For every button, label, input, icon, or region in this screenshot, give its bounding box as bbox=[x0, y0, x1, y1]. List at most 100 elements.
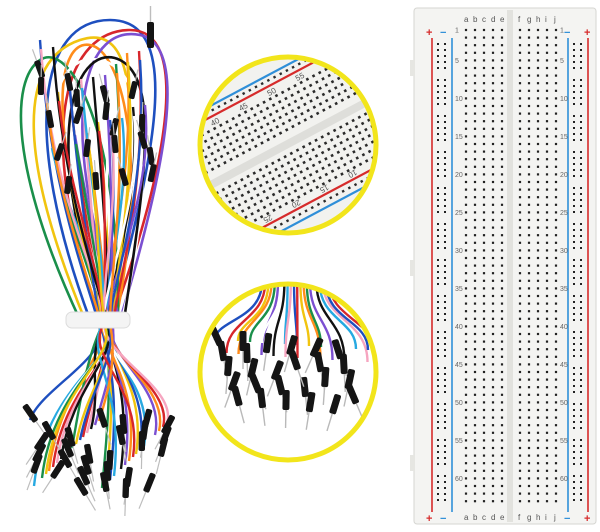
terminal-hole bbox=[554, 120, 558, 123]
terminal-hole bbox=[545, 355, 549, 358]
rail-hole bbox=[580, 229, 582, 231]
terminal-hole bbox=[247, 147, 252, 152]
terminal-hole bbox=[464, 408, 468, 412]
jumper-wire bbox=[284, 284, 292, 358]
rail-line-negative bbox=[200, 57, 372, 144]
terminal-hole bbox=[464, 325, 468, 328]
row-number: 20 bbox=[455, 172, 463, 179]
terminal-hole bbox=[402, 124, 406, 128]
terminal-hole bbox=[374, 41, 378, 45]
terminal-hole bbox=[167, 175, 171, 179]
terminal-hole bbox=[536, 454, 540, 457]
terminal-hole bbox=[500, 249, 504, 252]
terminal-hole bbox=[464, 203, 468, 206]
terminal-hole bbox=[482, 287, 486, 290]
terminal-hole bbox=[500, 127, 504, 130]
terminal-hole bbox=[491, 135, 495, 138]
terminal-hole bbox=[256, 208, 261, 213]
terminal-hole bbox=[464, 279, 468, 282]
terminal-hole bbox=[482, 180, 486, 184]
row-number: 40 bbox=[455, 324, 463, 331]
terminal-hole bbox=[554, 226, 558, 229]
terminal-hole bbox=[482, 279, 486, 282]
rail-hole bbox=[437, 379, 439, 381]
terminal-hole bbox=[327, 178, 332, 183]
terminal-hole bbox=[482, 500, 486, 503]
terminal-hole bbox=[536, 492, 540, 495]
terminal-hole bbox=[518, 500, 522, 503]
terminal-hole bbox=[464, 264, 468, 267]
rail-hole bbox=[243, 242, 246, 245]
rail-hole bbox=[580, 157, 582, 159]
rail-hole bbox=[444, 403, 446, 405]
rail-hole bbox=[437, 481, 439, 483]
terminal-hole bbox=[215, 206, 220, 211]
terminal-hole bbox=[296, 179, 301, 184]
terminal-hole bbox=[398, 102, 402, 106]
terminal-hole bbox=[536, 317, 540, 320]
rail-hole bbox=[437, 451, 439, 453]
column-letter: f bbox=[518, 15, 521, 24]
terminal-hole bbox=[554, 82, 558, 85]
terminal-hole bbox=[287, 176, 291, 181]
rail-hole bbox=[437, 319, 439, 321]
pin-housing bbox=[73, 106, 84, 125]
terminal-hole bbox=[200, 174, 202, 178]
terminal-hole bbox=[482, 401, 486, 404]
terminal-hole bbox=[290, 109, 295, 113]
terminal-hole bbox=[491, 279, 495, 282]
terminal-hole bbox=[188, 140, 192, 144]
rail-hole bbox=[304, 209, 308, 213]
rail-hole bbox=[573, 307, 575, 309]
pin-housing bbox=[83, 138, 91, 158]
pin-housing bbox=[128, 80, 138, 100]
rail-hole bbox=[255, 236, 258, 239]
terminal-hole bbox=[527, 408, 531, 412]
terminal-hole bbox=[284, 201, 289, 206]
terminal-hole bbox=[527, 97, 531, 100]
terminal-hole bbox=[536, 203, 540, 206]
rail-hole bbox=[260, 82, 264, 86]
rail-hole bbox=[444, 301, 446, 303]
terminal-hole bbox=[361, 63, 366, 68]
terminal-hole bbox=[491, 127, 495, 130]
rail-hole bbox=[573, 199, 575, 201]
terminal-hole bbox=[500, 112, 504, 115]
rail-hole bbox=[444, 97, 446, 99]
pin-housing bbox=[73, 476, 89, 496]
rail-hole bbox=[444, 493, 446, 495]
terminal-hole bbox=[518, 401, 522, 404]
terminal-hole bbox=[222, 219, 226, 223]
terminal-hole bbox=[536, 439, 540, 442]
rail-hole bbox=[580, 163, 582, 165]
terminal-hole bbox=[545, 325, 549, 328]
terminal-hole bbox=[554, 142, 558, 146]
rail-hole bbox=[580, 493, 582, 495]
row-number: 25 bbox=[455, 210, 463, 217]
terminal-hole bbox=[473, 454, 477, 457]
pin-connector bbox=[45, 98, 55, 129]
pin-connector bbox=[122, 477, 130, 517]
terminal-hole bbox=[500, 386, 504, 389]
terminal-hole bbox=[518, 446, 522, 450]
terminal-hole bbox=[482, 59, 486, 62]
terminal-hole bbox=[545, 28, 549, 32]
terminal-hole bbox=[243, 184, 247, 188]
terminal-hole bbox=[500, 150, 504, 153]
terminal-hole bbox=[554, 355, 558, 358]
terminal-hole bbox=[326, 131, 331, 136]
column-letter: a bbox=[464, 513, 469, 522]
rail-hole bbox=[437, 151, 439, 153]
terminal-hole bbox=[473, 439, 477, 442]
terminal-hole bbox=[482, 66, 486, 70]
row-number: 45 bbox=[455, 362, 463, 369]
terminal-hole bbox=[527, 431, 531, 434]
rail-hole bbox=[573, 211, 575, 213]
terminal-hole bbox=[383, 134, 387, 138]
terminal-hole bbox=[222, 129, 226, 134]
metal-pin bbox=[146, 135, 151, 148]
terminal-hole bbox=[228, 215, 233, 220]
terminal-hole bbox=[545, 226, 549, 229]
rail-hole bbox=[580, 61, 582, 63]
terminal-hole bbox=[473, 340, 477, 343]
